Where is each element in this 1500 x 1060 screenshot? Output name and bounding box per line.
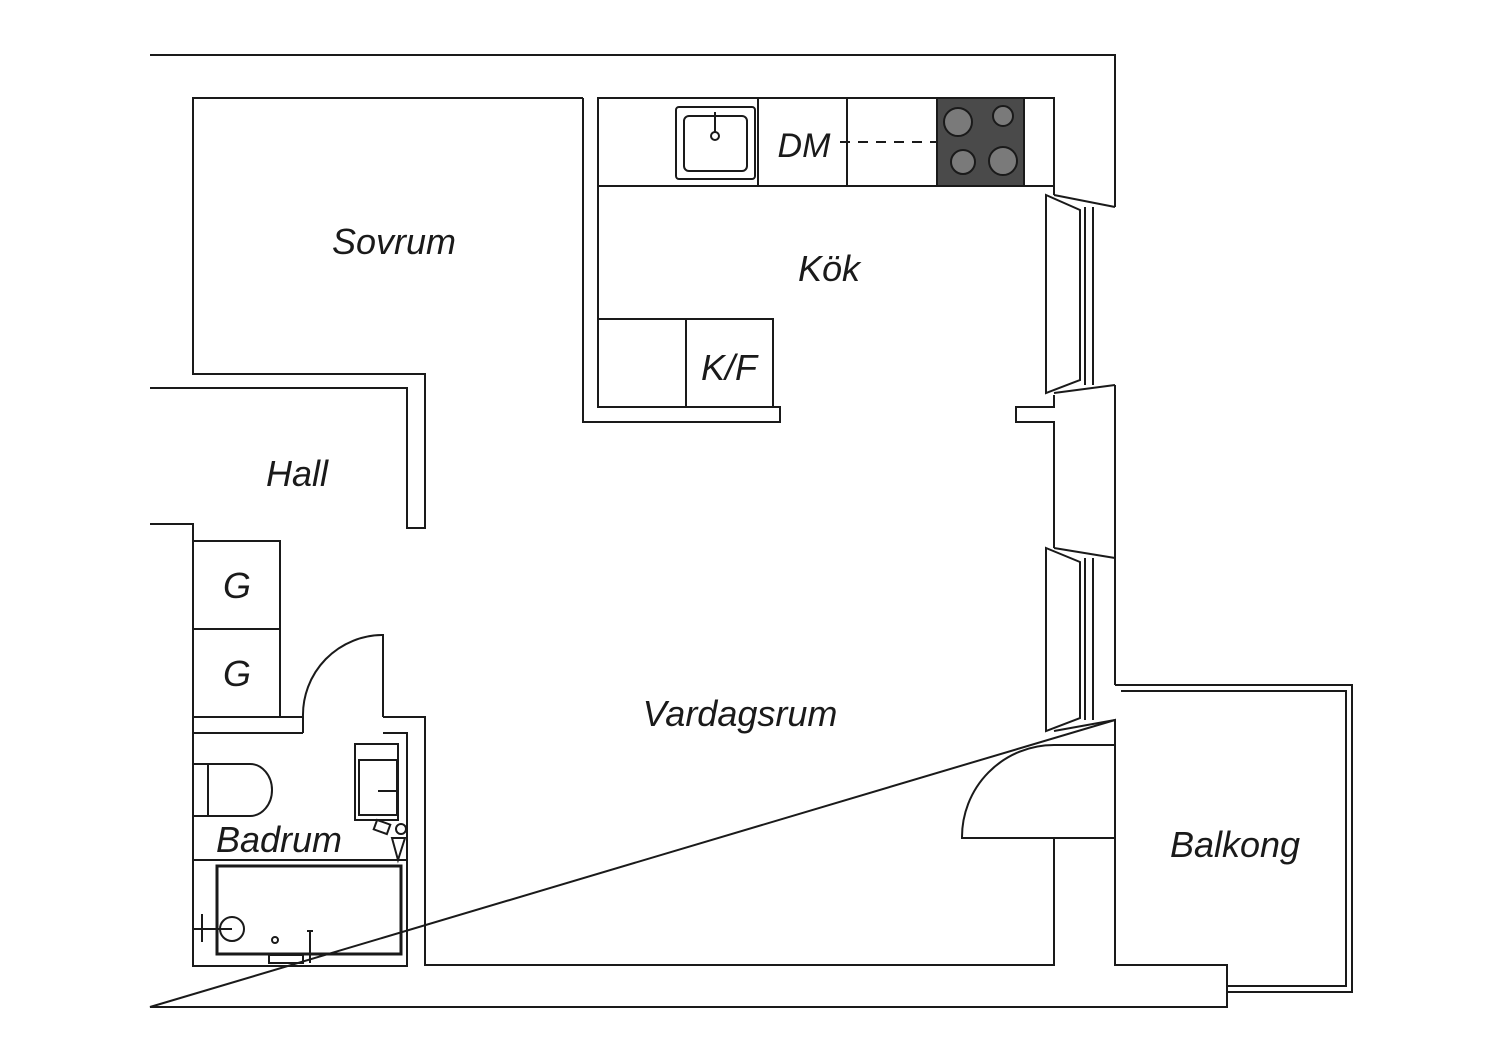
wardrobe-label-1: G <box>223 565 251 606</box>
hall-wall <box>150 523 408 967</box>
bathroom-door-swing <box>301 633 384 718</box>
room-label-kok: Kök <box>798 248 862 289</box>
bedroom-wall <box>150 97 583 529</box>
balcony-door-swing <box>960 744 1055 839</box>
toilet <box>207 763 273 817</box>
bathroom-sink <box>354 743 407 864</box>
room-label-hall: Hall <box>266 453 329 494</box>
room-label-badrum: Badrum <box>216 819 342 860</box>
room-label-balkong: Balkong <box>1170 824 1300 865</box>
east-inner-wall <box>383 98 1115 966</box>
walls <box>149 54 1353 1008</box>
balcony-railing <box>1115 684 1353 993</box>
room-label-vardagsrum: Vardagsrum <box>643 693 838 734</box>
kitchen-sink <box>675 106 756 180</box>
bathtub <box>193 864 403 964</box>
window-upper <box>1045 193 1116 395</box>
wardrobe-label-2: G <box>223 653 251 694</box>
fridge-freezer-label: K/F <box>701 347 759 388</box>
dishwasher-label: DM <box>778 127 832 165</box>
window-lower <box>1045 546 1116 733</box>
room-label-sovrum: Sovrum <box>332 221 456 262</box>
stove <box>936 97 1025 187</box>
